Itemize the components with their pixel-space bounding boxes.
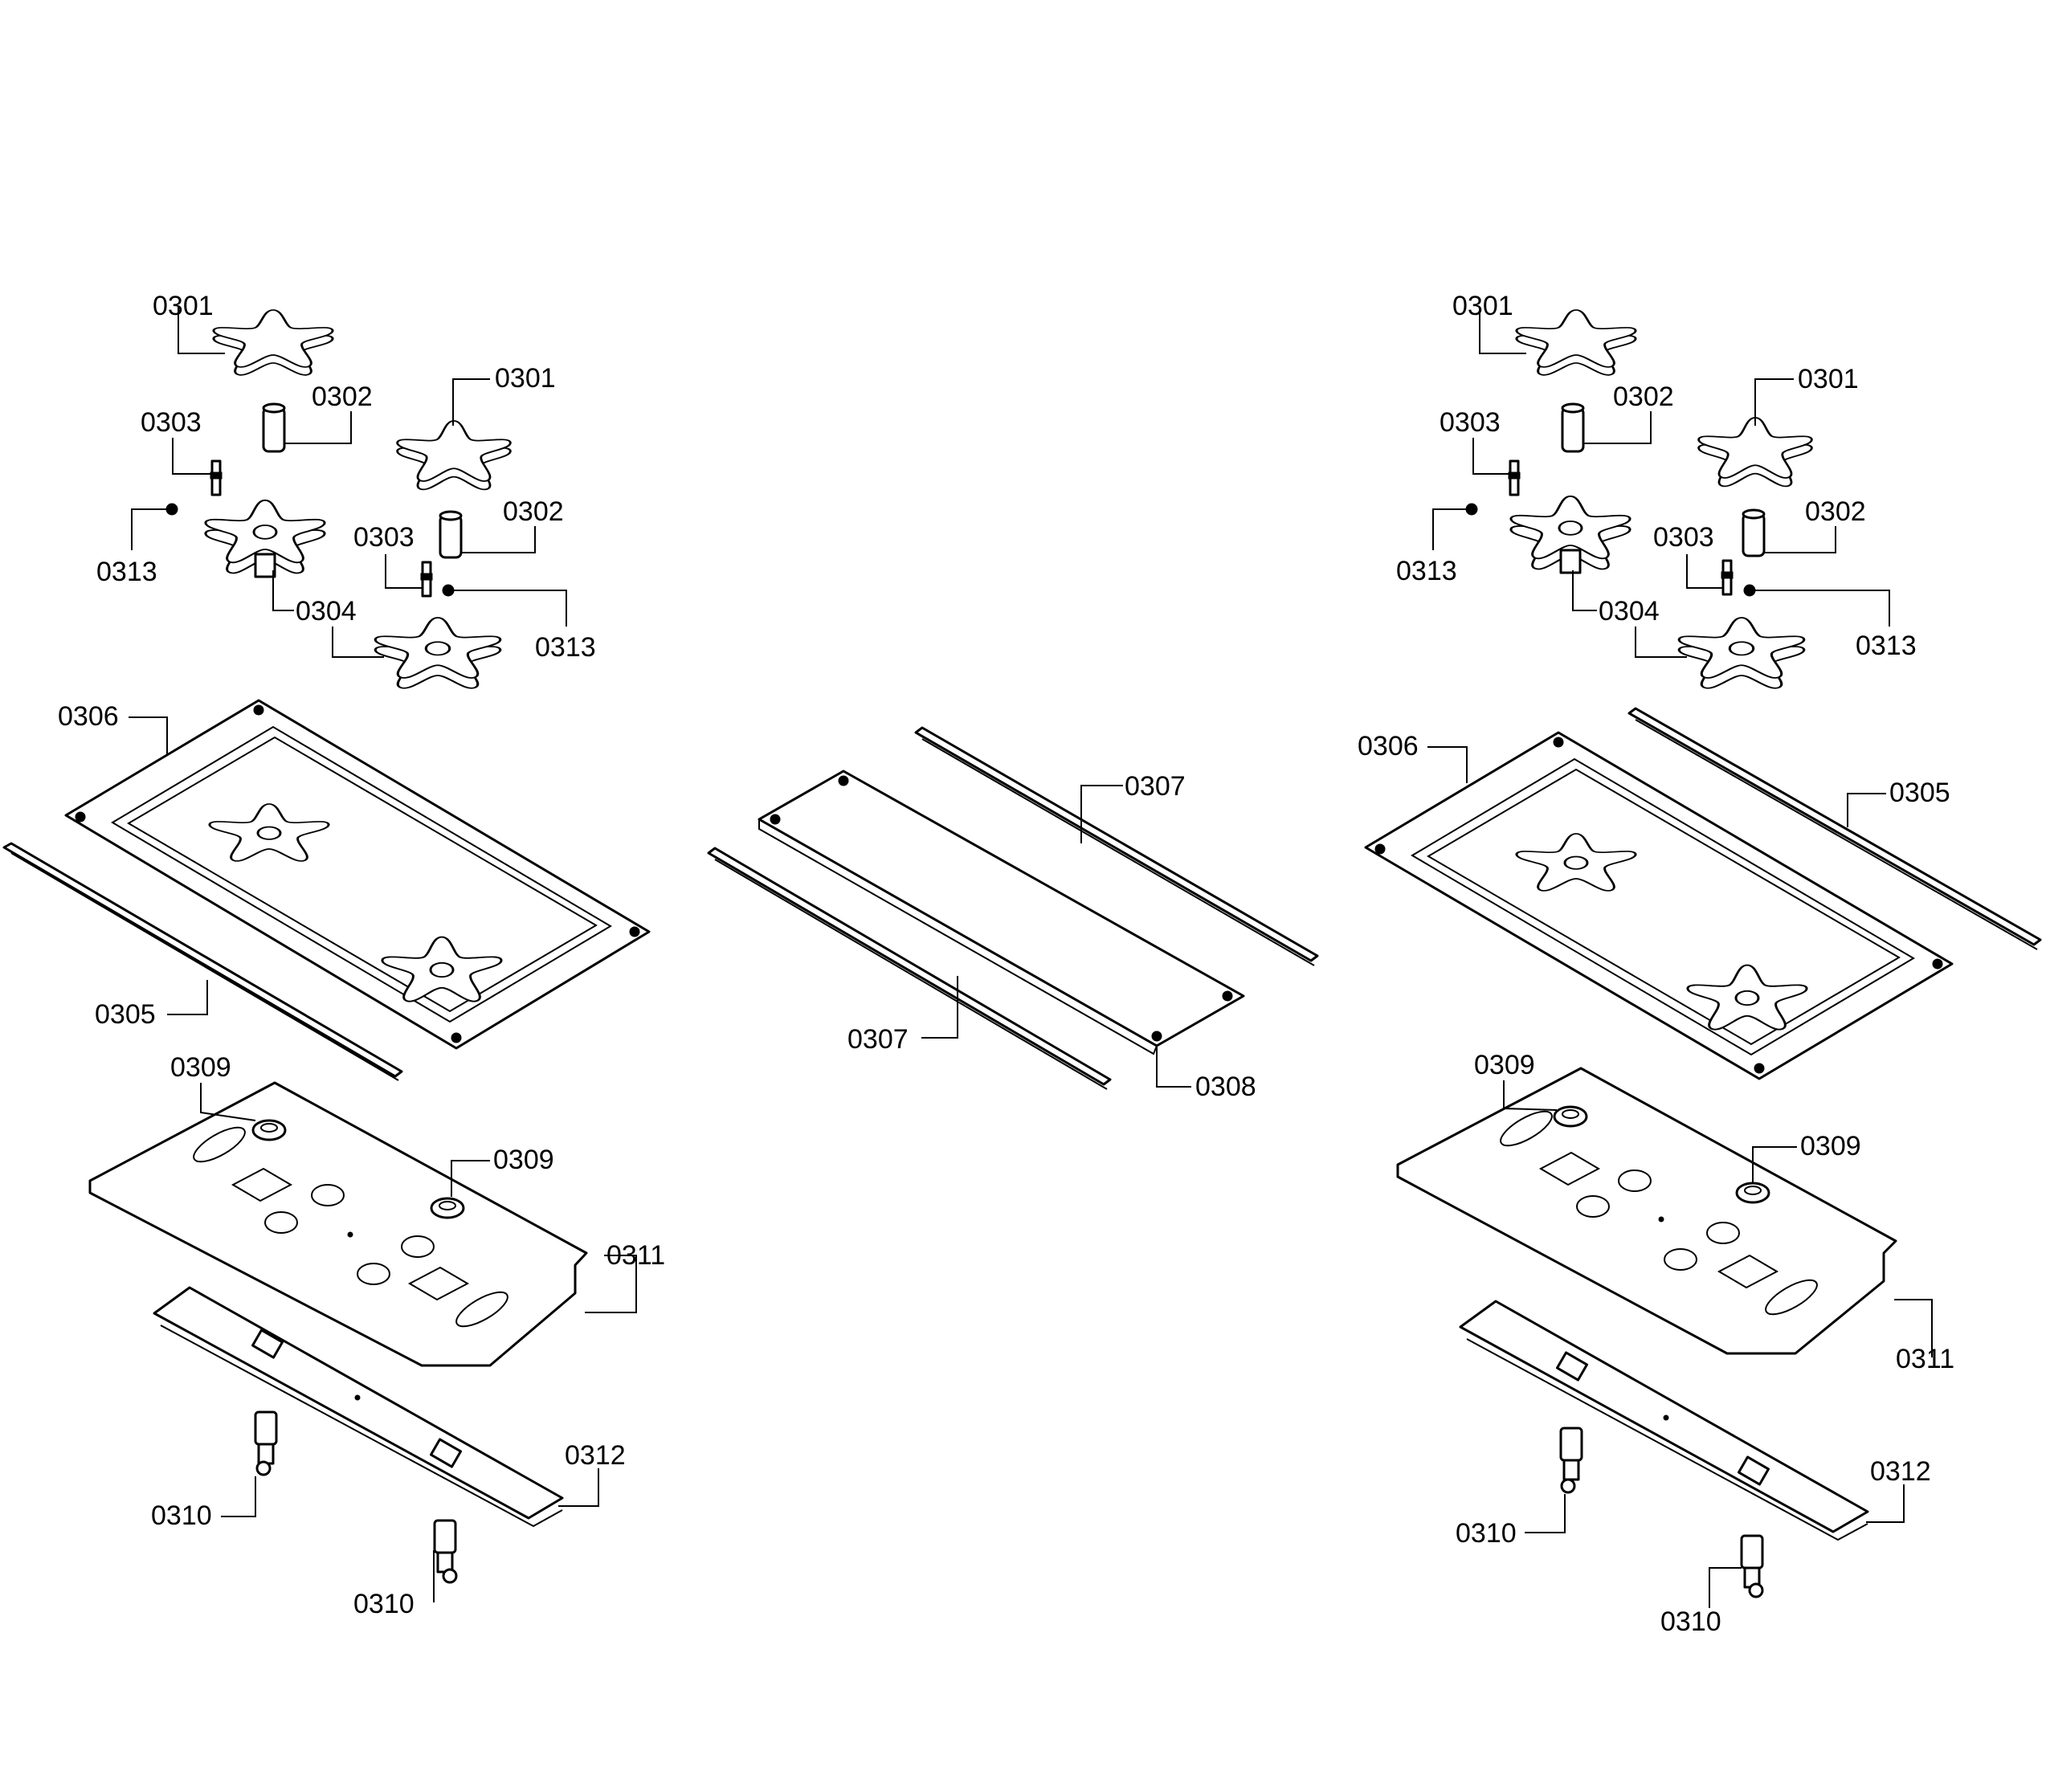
callout-0311: 0311	[1896, 1344, 1954, 1374]
callout-0312: 0312	[1870, 1456, 1931, 1487]
callout-0307: 0307	[847, 1024, 909, 1055]
screw-0313-left-a	[165, 503, 178, 516]
burner-base-0304-right-b	[1677, 616, 1806, 690]
nozzle-0302-right-a	[1561, 402, 1585, 453]
igniter-0303-right-a	[1508, 459, 1521, 496]
plate-0311-right	[1396, 1067, 1897, 1355]
nozzle-0302-left-b	[439, 510, 463, 559]
callout-0306: 0306	[58, 701, 119, 732]
grommet-0309-right-b	[1735, 1182, 1770, 1204]
grommet-0309-left-b	[430, 1197, 465, 1219]
callout-0309: 0309	[1800, 1131, 1861, 1161]
rail-0305-left	[2, 842, 403, 1081]
callout-0304: 0304	[1599, 596, 1660, 627]
callout-0312: 0312	[565, 1440, 626, 1471]
callout-0309: 0309	[493, 1145, 554, 1175]
burner-cap-0301-left-a	[212, 308, 334, 377]
center-assembly	[707, 726, 1319, 1090]
callout-0303: 0303	[353, 522, 415, 553]
callout-0310: 0310	[1456, 1518, 1517, 1549]
valve-0310-left-a	[254, 1410, 278, 1476]
callout-0301: 0301	[1452, 291, 1513, 321]
callout-0309: 0309	[170, 1052, 231, 1083]
valve-0310-right-a	[1559, 1427, 1583, 1494]
burner-base-stem-left-a	[254, 553, 276, 578]
burner-base-0304-right-a	[1509, 495, 1631, 571]
valve-0310-left-b	[433, 1519, 458, 1584]
rail-0307-bottom	[707, 847, 1112, 1090]
igniter-0303-right-b	[1721, 559, 1734, 596]
callout-0311: 0311	[606, 1240, 665, 1271]
burner-cap-0301-right-b	[1697, 416, 1813, 488]
grommet-0309-right-a	[1553, 1105, 1588, 1128]
callout-0308: 0308	[1195, 1072, 1256, 1102]
callout-0305: 0305	[95, 999, 156, 1030]
callout-0302: 0302	[1805, 496, 1866, 527]
left-assembly	[2, 308, 651, 1584]
igniter-0303-left-b	[420, 561, 433, 598]
burner-base-0304-left-a	[204, 499, 326, 575]
callout-0305: 0305	[1889, 778, 1950, 808]
callout-labels: 0301 0302 0303 0313 0301 0302 0303 0304 …	[58, 291, 1954, 1637]
burner-base-stem-right-a	[1559, 549, 1582, 574]
right-assembly	[1364, 308, 2042, 1598]
callout-0313: 0313	[96, 557, 157, 587]
callout-0301: 0301	[153, 291, 214, 321]
burner-tray-0306-left	[64, 699, 651, 1050]
bracket-0312-left	[153, 1286, 564, 1528]
leader-lines	[129, 307, 1933, 1608]
burner-tray-0306-right	[1364, 731, 1954, 1080]
callout-0307: 0307	[1125, 771, 1186, 802]
igniter-0303-left-a	[210, 459, 223, 496]
nozzle-0302-left-a	[262, 402, 286, 453]
cover-panel-0308	[758, 769, 1245, 1055]
callout-0301: 0301	[495, 363, 556, 394]
callout-0302: 0302	[312, 382, 373, 412]
callout-0309: 0309	[1474, 1050, 1535, 1080]
callout-0313: 0313	[1396, 556, 1457, 586]
callout-0301: 0301	[1798, 364, 1859, 394]
rail-0307-top	[914, 726, 1319, 966]
plate-0311-left	[88, 1081, 588, 1367]
burner-cap-0301-right-a	[1515, 308, 1637, 377]
callout-0313: 0313	[535, 632, 596, 663]
callout-0303: 0303	[1440, 407, 1501, 438]
callout-0302: 0302	[503, 496, 564, 527]
callout-0302: 0302	[1613, 382, 1674, 412]
screw-0313-left-b	[442, 584, 455, 597]
valve-0310-right-b	[1740, 1534, 1764, 1598]
callout-0313: 0313	[1856, 631, 1917, 661]
callout-0303: 0303	[1653, 522, 1714, 553]
callout-0303: 0303	[141, 407, 202, 438]
bracket-0312-right	[1459, 1300, 1869, 1541]
grommet-0309-left-a	[251, 1119, 287, 1141]
callout-0310: 0310	[1660, 1606, 1721, 1637]
nozzle-0302-right-b	[1742, 508, 1766, 557]
screw-0313-right-a	[1465, 503, 1478, 516]
callout-0310: 0310	[353, 1589, 415, 1619]
callout-0306: 0306	[1358, 731, 1419, 761]
screw-0313-right-b	[1743, 584, 1756, 597]
burner-base-0304-left-b	[374, 616, 502, 690]
callout-0310: 0310	[151, 1500, 212, 1531]
rail-0305-right	[1627, 707, 2042, 950]
burner-cap-0301-left-b	[396, 419, 512, 491]
callout-0304: 0304	[296, 596, 357, 627]
